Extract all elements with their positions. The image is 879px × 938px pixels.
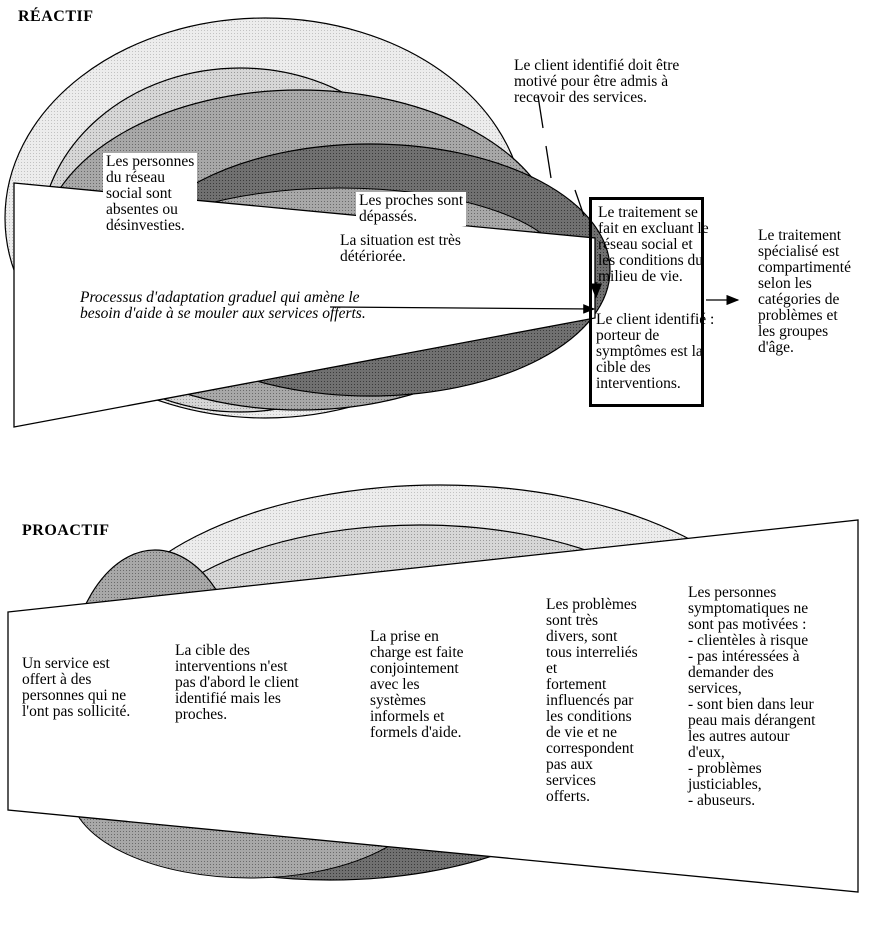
relatives-overwhelmed-text: Les proches sont dépassés. — [356, 192, 467, 226]
adaptation-arrow — [329, 304, 596, 314]
treatment-box — [589, 197, 704, 407]
network-absent-text: Les personnes du réseau social sont abse… — [103, 153, 198, 235]
specialized-treatment-text: Le traitement spécialisé est compartimen… — [758, 227, 851, 356]
target-relatives-text: La cible des interventions n'est pas d'a… — [175, 642, 299, 723]
proactif-title: PROACTIF — [22, 522, 110, 539]
situation-text: La situation est très détériorée. — [340, 232, 461, 265]
treatment-excluding-text: Le traitement se fait en excluant le rés… — [598, 204, 709, 285]
client-target-text: Le client identifié : porteur de symptôm… — [596, 311, 715, 392]
motivation-note: Le client identifié doit être motivé pou… — [514, 57, 680, 106]
motivation-guide-line — [537, 95, 585, 217]
not-motivated-text: Les personnes symptomatiques ne sont pas… — [688, 584, 816, 809]
reactif-title: RÉACTIF — [18, 8, 94, 25]
service-offered-text: Un service est offert à des personnes qu… — [22, 655, 131, 720]
proactif-funnel — [7, 519, 859, 893]
joint-care-text: La prise en charge est faite conjointeme… — [370, 628, 464, 741]
diverse-problems-text: Les problèmes sont très divers, sont tou… — [546, 596, 638, 805]
adaptation-process-text: Processus d'adaptation graduel qui amène… — [80, 289, 366, 322]
